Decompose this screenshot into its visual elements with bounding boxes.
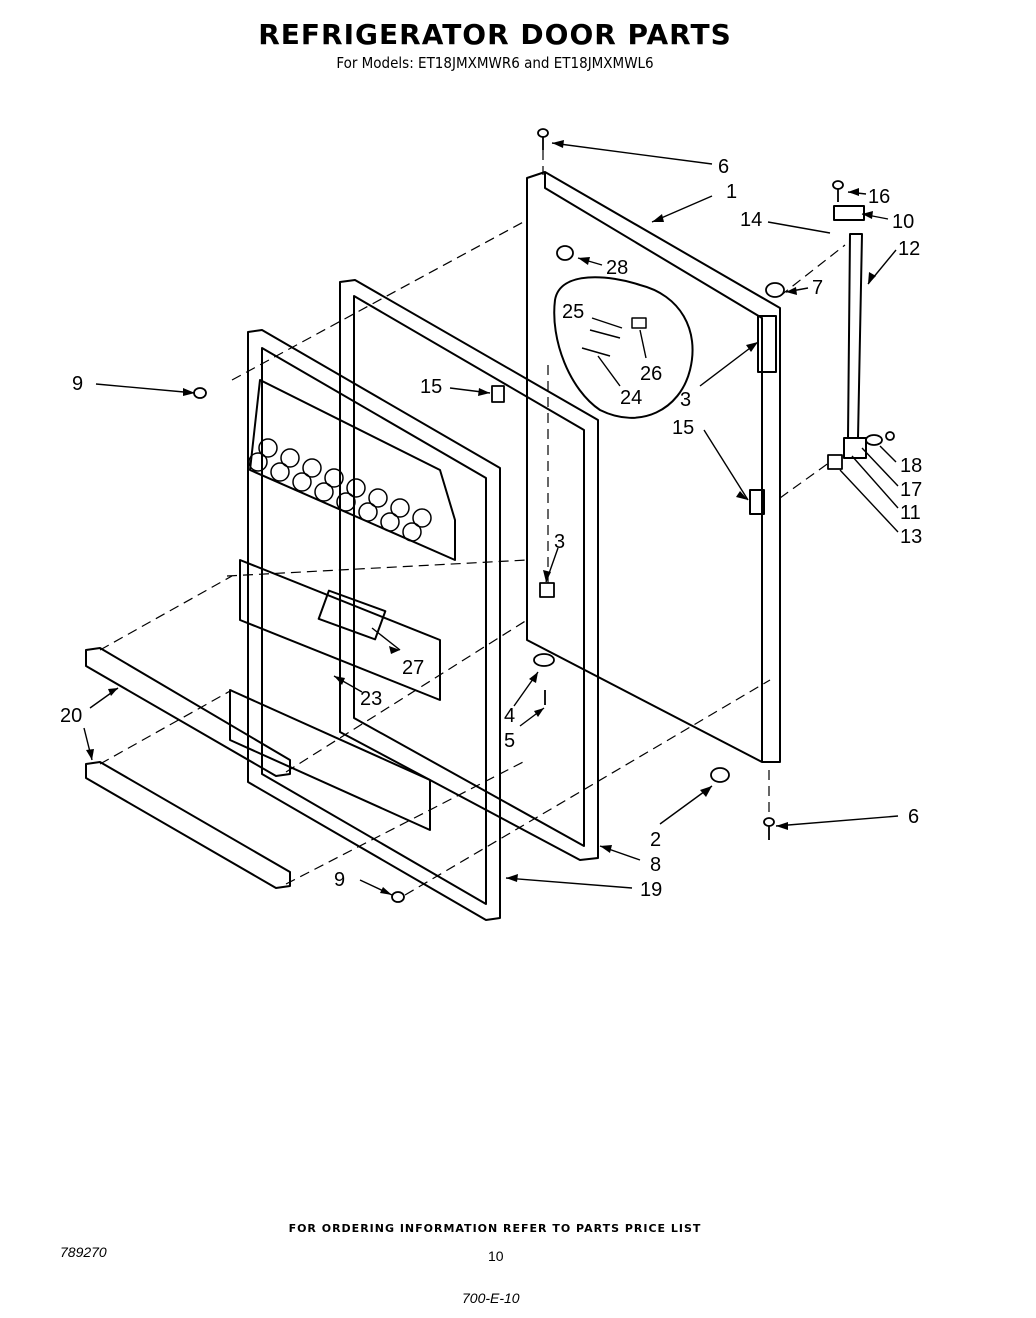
callout-24: 24 bbox=[620, 387, 642, 409]
small-parts bbox=[193, 128, 895, 903]
outer-door-panel bbox=[526, 171, 781, 763]
callout-7: 7 bbox=[812, 277, 823, 299]
callout-11: 11 bbox=[900, 502, 921, 524]
callout-12: 12 bbox=[898, 238, 920, 260]
callout-25: 25 bbox=[562, 301, 584, 323]
callout-20: 20 bbox=[60, 705, 82, 727]
callout-17: 17 bbox=[900, 479, 922, 501]
callout-6-bottom: 6 bbox=[908, 806, 919, 828]
page-title: REFRIGERATOR DOOR PARTS bbox=[258, 18, 732, 51]
detail-inset bbox=[553, 276, 694, 419]
callout-18: 18 bbox=[900, 455, 922, 477]
callout-3-lower: 3 bbox=[554, 531, 565, 553]
callout-15-left: 15 bbox=[420, 376, 442, 398]
callout-15-right: 15 bbox=[672, 417, 694, 439]
callout-13: 13 bbox=[900, 526, 922, 548]
callout-6-top: 6 bbox=[718, 156, 729, 178]
callout-10: 10 bbox=[892, 211, 914, 233]
callout-23: 23 bbox=[360, 688, 382, 710]
callout-28: 28 bbox=[606, 257, 628, 279]
door-gasket bbox=[339, 279, 599, 861]
callout-3-upper: 3 bbox=[680, 389, 691, 411]
callout-9-left: 9 bbox=[72, 373, 83, 395]
document-number: 789270 bbox=[60, 1244, 107, 1260]
page-subtitle: For Models: ET18JMXMWR6 and ET18JMXMWL6 bbox=[336, 54, 654, 72]
callout-16: 16 bbox=[868, 186, 890, 208]
callout-9-bottom: 9 bbox=[334, 869, 345, 891]
callout-1: 1 bbox=[726, 181, 737, 203]
callout-14: 14 bbox=[740, 209, 762, 231]
callout-2: 2 bbox=[650, 829, 661, 851]
butter-door bbox=[317, 589, 387, 641]
shelf-bars bbox=[85, 647, 291, 889]
callout-26: 26 bbox=[640, 363, 662, 385]
callout-8: 8 bbox=[650, 854, 661, 876]
callout-4: 4 bbox=[504, 705, 515, 727]
page-code: 700-E-10 bbox=[462, 1290, 520, 1306]
page-number: 10 bbox=[488, 1248, 504, 1264]
callout-19: 19 bbox=[640, 879, 662, 901]
inner-door-liner bbox=[229, 329, 501, 921]
ordering-note: FOR ORDERING INFORMATION REFER TO PARTS … bbox=[288, 1222, 702, 1235]
callout-27: 27 bbox=[402, 657, 424, 679]
hinge-arm bbox=[833, 205, 867, 459]
callout-5: 5 bbox=[504, 730, 515, 752]
egg-rack bbox=[248, 438, 432, 542]
